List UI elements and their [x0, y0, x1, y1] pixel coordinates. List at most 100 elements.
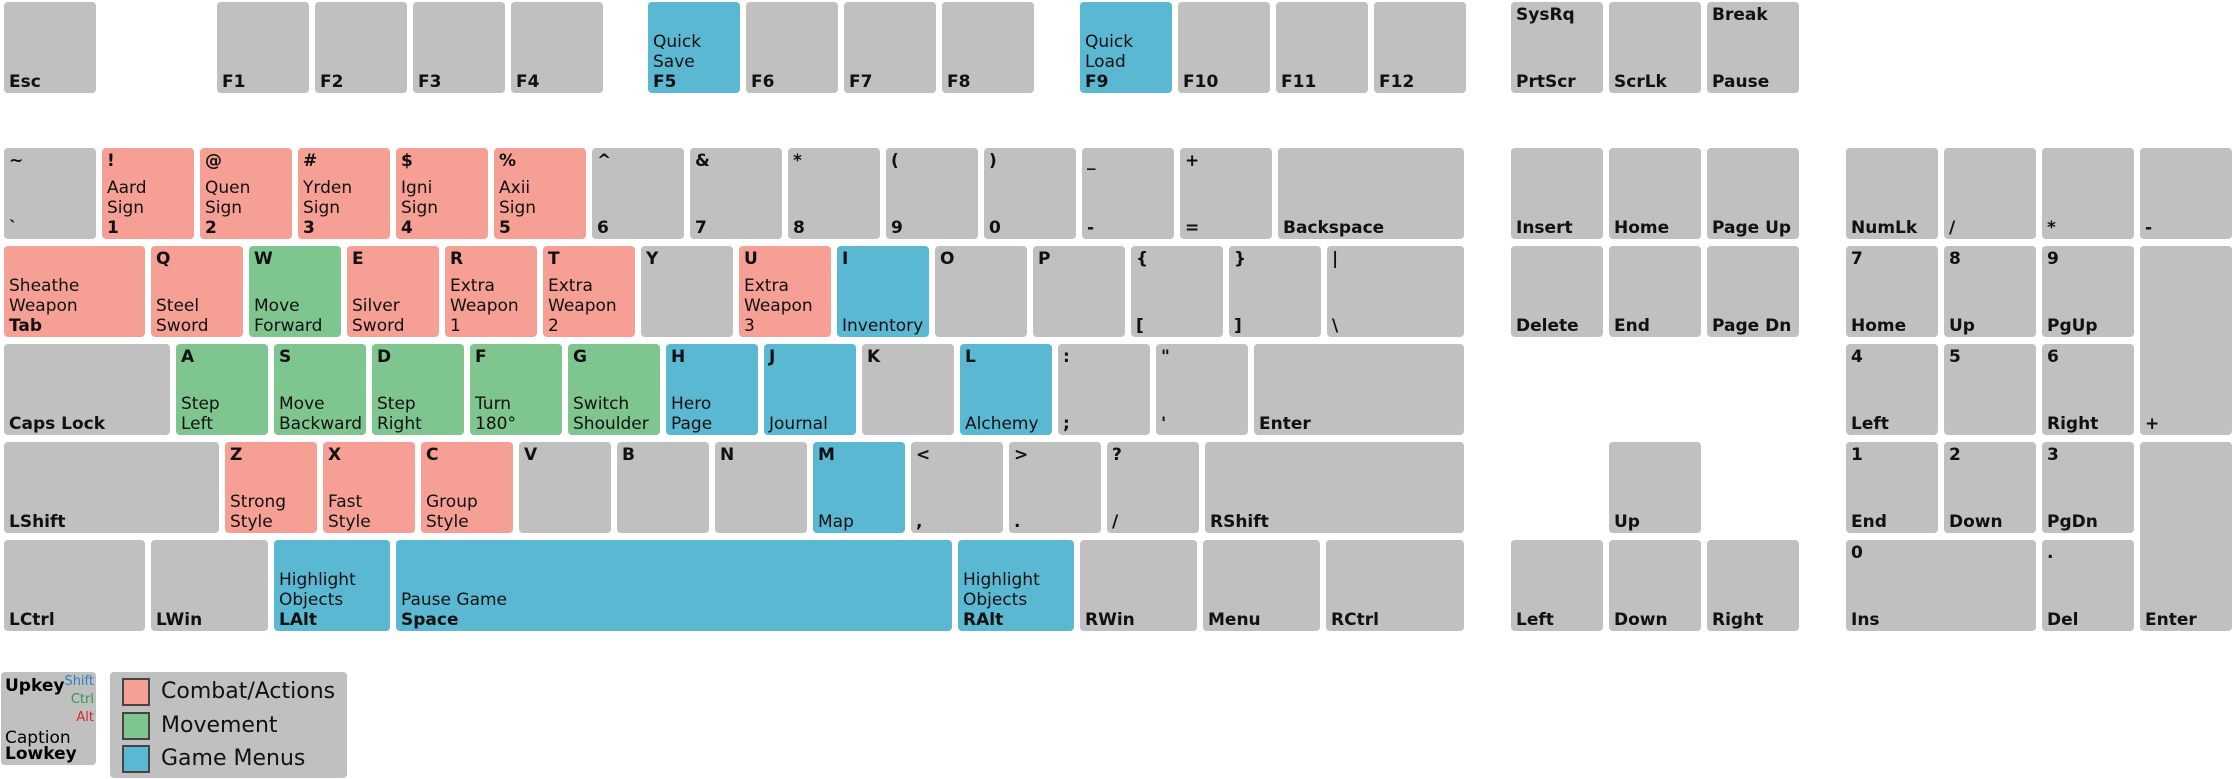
key-lower-label: End — [1614, 316, 1650, 336]
key-caption: Extra Weapon 3 — [744, 276, 813, 336]
key-lower-label: Del — [2047, 610, 2079, 630]
key-6: ^6 — [592, 148, 684, 239]
key-lower-label: RWin — [1085, 610, 1135, 630]
key-lower-label: Caps Lock — [9, 414, 106, 434]
key-period: >. — [1009, 442, 1101, 533]
key-lower-label: ' — [1161, 414, 1167, 434]
key-lower-label: Left — [1851, 414, 1889, 434]
legend-lowkey-label: Lowkey — [5, 744, 77, 764]
key-esc: Esc — [4, 2, 96, 93]
key-upper-label: $ — [401, 151, 413, 171]
key-7: &7 — [690, 148, 782, 239]
key-lower-label: F12 — [1379, 72, 1415, 92]
key-lower-label: 0 — [989, 218, 1001, 238]
key-caption: Extra Weapon 1 — [450, 276, 519, 336]
key-np-mul: * — [2042, 148, 2134, 239]
key-lower-label: Left — [1516, 610, 1554, 630]
key-lower-label: LWin — [156, 610, 203, 630]
key-caption: Group Style — [426, 492, 478, 532]
legend-key-help: Upkey Shift Ctrl Alt Caption Lowkey — [1, 672, 96, 765]
key-caption: Steel Sword — [156, 296, 209, 336]
key-lower-label: RAlt — [963, 610, 1004, 630]
key-upper-label: # — [303, 151, 318, 171]
key-8: *8 — [788, 148, 880, 239]
key-lower-label: Right — [1712, 610, 1764, 630]
key-lower-label: F2 — [320, 72, 344, 92]
key-np-add: + — [2140, 246, 2232, 435]
key-f8: F8 — [942, 2, 1034, 93]
key-lower-label: Enter — [1259, 414, 1311, 434]
key-np-sub: - — [2140, 148, 2232, 239]
legend-swatch-menus — [122, 745, 150, 773]
key-caption: Strong Style — [230, 492, 287, 532]
key-minus: _- — [1082, 148, 1174, 239]
key-lower-label: Page Up — [1712, 218, 1792, 238]
key-upper-label: . — [2047, 543, 2054, 563]
key-np-div: / — [1944, 148, 2036, 239]
key-lower-label: LShift — [9, 512, 66, 532]
key-upper-label: ? — [1112, 445, 1122, 465]
key-lower-label: F6 — [751, 72, 775, 92]
key-lower-label: F4 — [516, 72, 540, 92]
key-lower-label: 8 — [793, 218, 805, 238]
key-upper-label: ! — [107, 151, 115, 171]
key-upper-label: : — [1063, 347, 1070, 367]
key-f11: F11 — [1276, 2, 1368, 93]
key-upper-label: ( — [891, 151, 899, 171]
key-numlk: NumLk — [1846, 148, 1938, 239]
key-upper-label: K — [867, 347, 881, 367]
key-caption: Quen Sign — [205, 178, 251, 218]
key-upper-label: 4 — [1851, 347, 1863, 367]
key-rbracket: }] — [1229, 246, 1321, 337]
key-lower-label: Ins — [1851, 610, 1880, 630]
key-caption: Sheathe Weapon — [9, 276, 80, 316]
key-lower-label: , — [916, 512, 923, 532]
key-upper-label: ) — [989, 151, 997, 171]
key-caption: Alchemy — [965, 414, 1039, 434]
key-caption: Quick Save — [653, 32, 702, 72]
legend-alt-label: Alt — [76, 710, 94, 725]
key-upper-label: 5 — [1949, 347, 1961, 367]
key-lower-label: Delete — [1516, 316, 1579, 336]
key-upper-label: T — [548, 249, 560, 269]
key-delete: Delete — [1511, 246, 1603, 337]
key-upper-label: % — [499, 151, 517, 171]
key-comma: <, — [911, 442, 1003, 533]
legend-ctrl-label: Ctrl — [70, 692, 94, 707]
key-lower-label: RShift — [1210, 512, 1269, 532]
key-lower-label: Esc — [9, 72, 41, 92]
key-upper-label: 6 — [2047, 347, 2059, 367]
key-upper-label: _ — [1087, 151, 1096, 171]
key-lower-label: Pause — [1712, 72, 1770, 92]
key-f6: F6 — [746, 2, 838, 93]
key-caption: Yrden Sign — [303, 178, 353, 218]
key-lwin: LWin — [151, 540, 268, 631]
key-lower-label: - — [2145, 218, 2153, 238]
key-lower-label: Up — [1614, 512, 1640, 532]
key-lower-label: Up — [1949, 316, 1975, 336]
key-backslash: |\ — [1327, 246, 1464, 337]
key-upper-label: B — [622, 445, 635, 465]
key-upper-label: G — [573, 347, 587, 367]
key-insert: Insert — [1511, 148, 1603, 239]
key-lower-label: F11 — [1281, 72, 1317, 92]
key-lower-label: Home — [1614, 218, 1670, 238]
key-upper-label: @ — [205, 151, 222, 171]
key-b: B — [617, 442, 709, 533]
key-upper-label: L — [965, 347, 976, 367]
legend-swatch-movement — [122, 712, 150, 740]
